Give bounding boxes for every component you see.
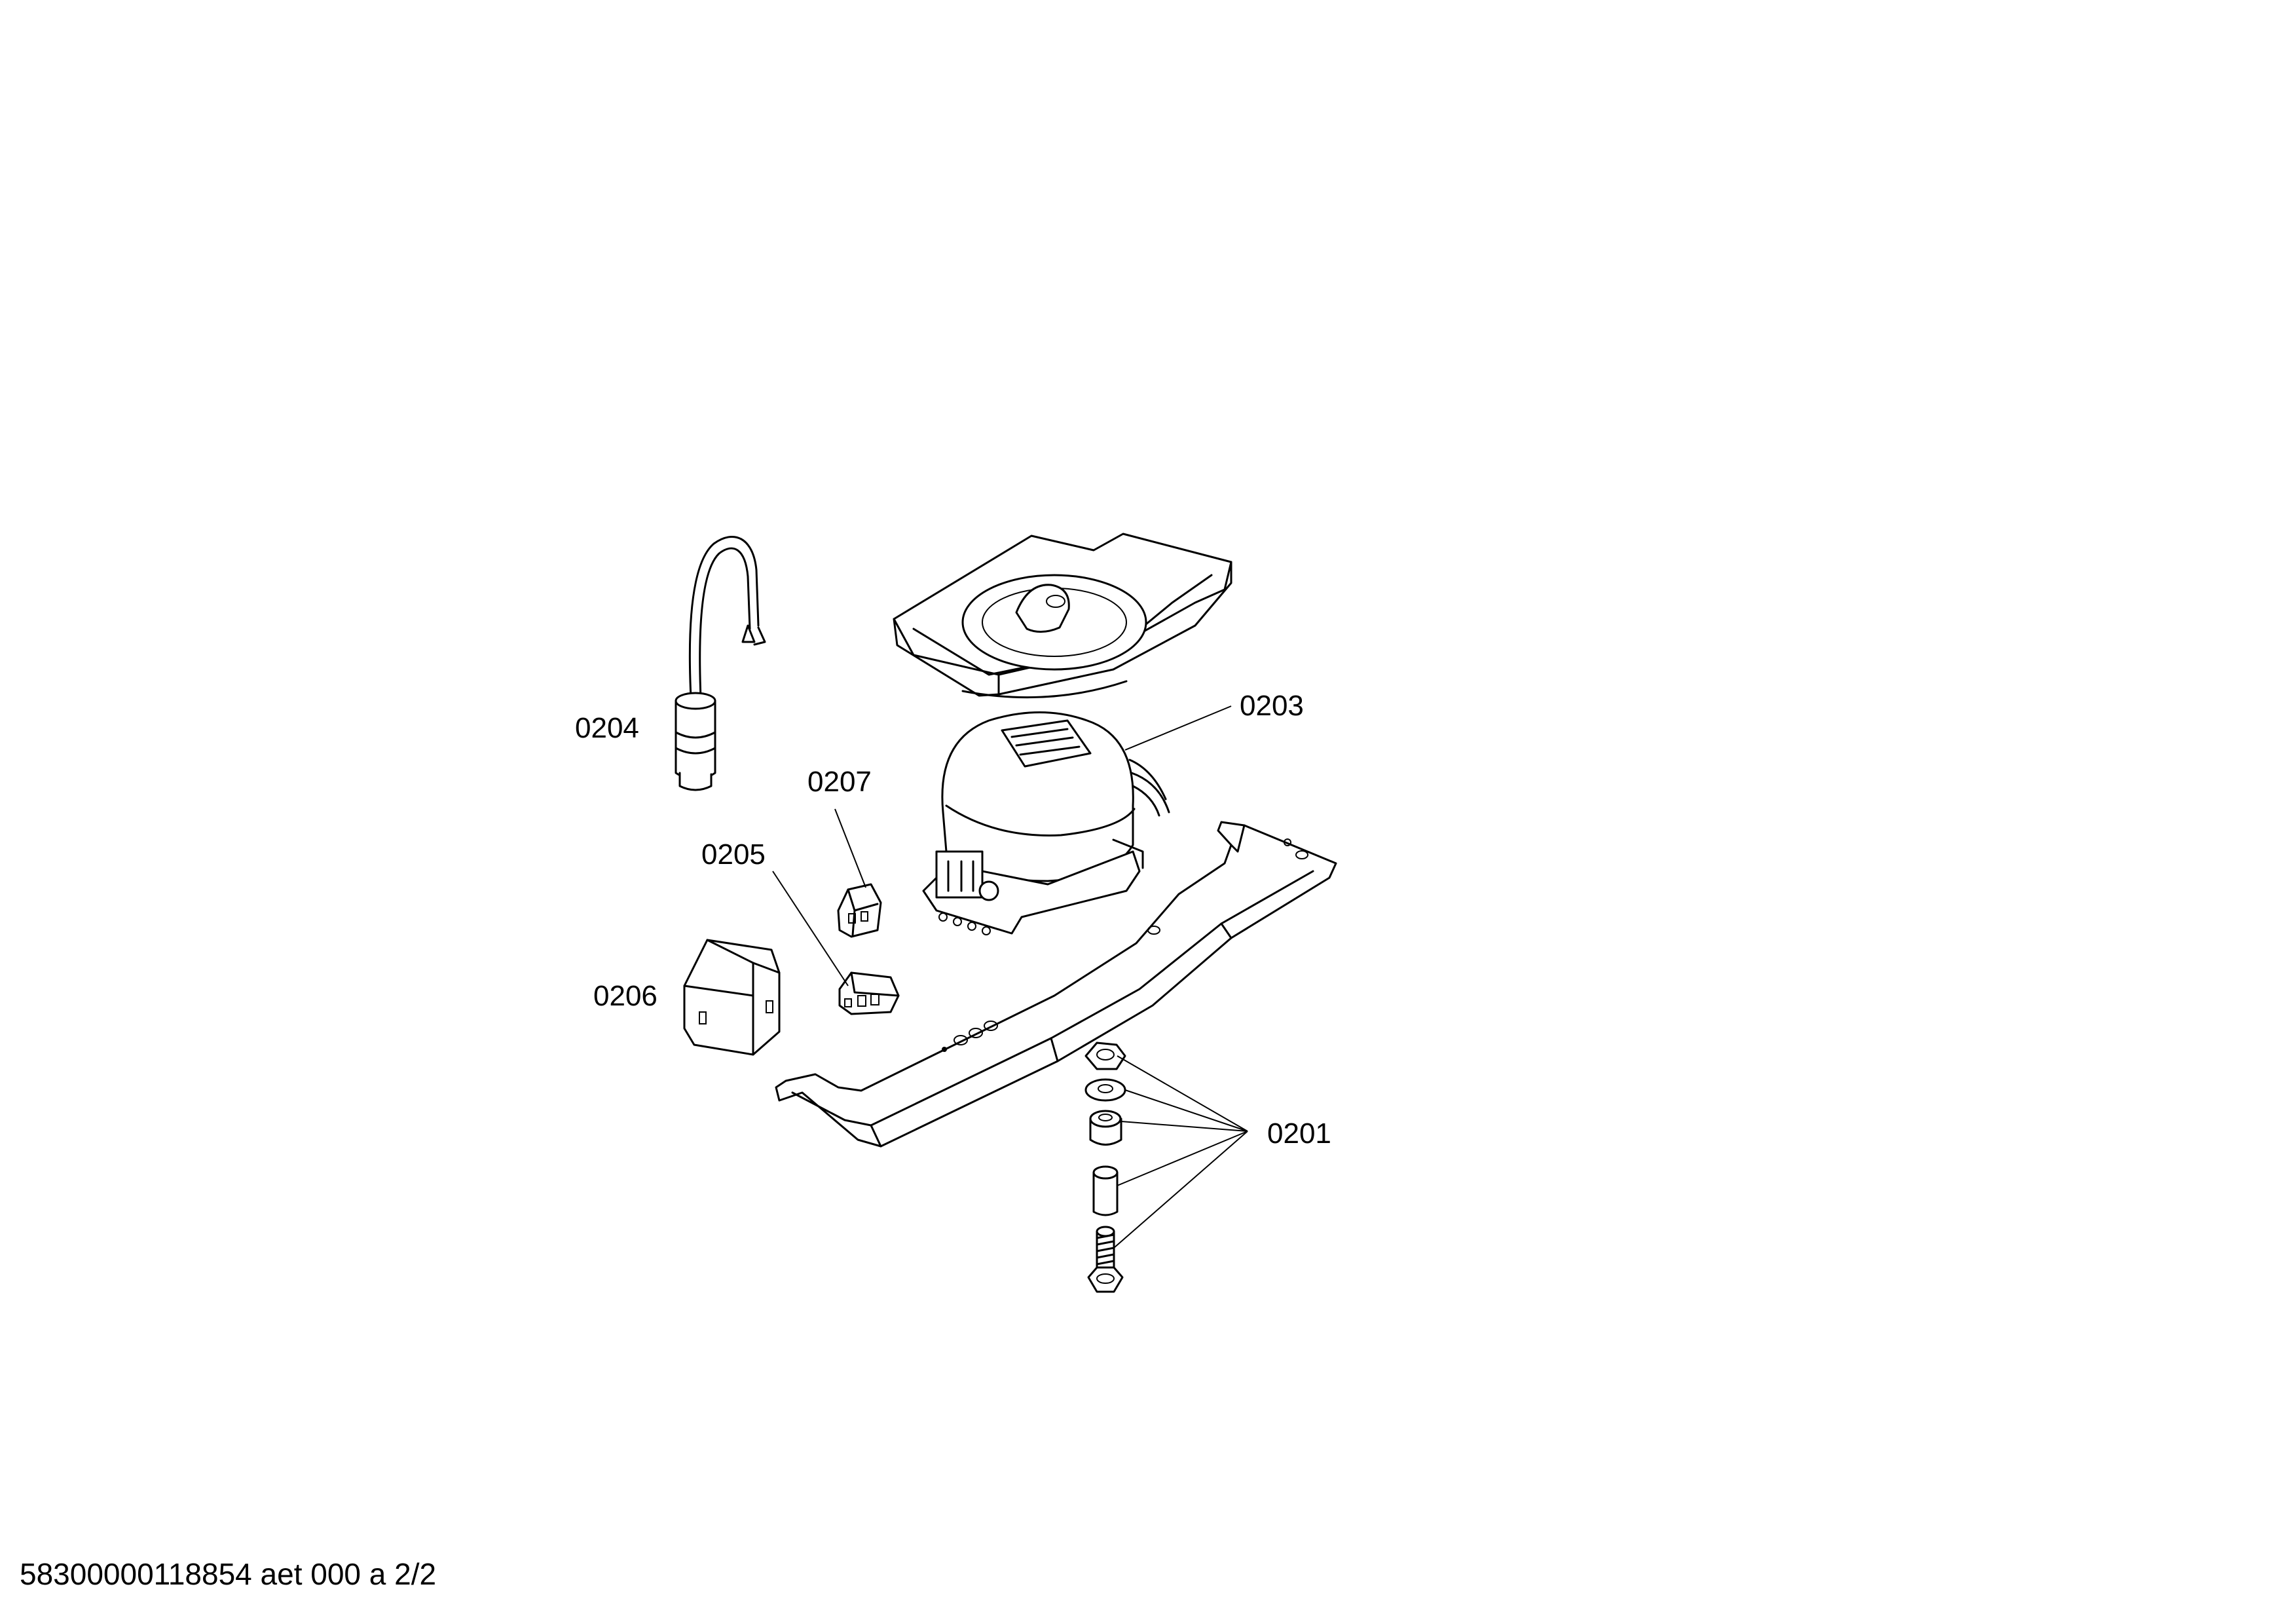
part-0203-compressor [922, 711, 1170, 935]
mounting-rail [775, 821, 1337, 1148]
leader-0201 [1113, 1055, 1248, 1248]
leader-0205 [772, 871, 849, 986]
part-0205-overload-protector [838, 971, 900, 1015]
part-0207-relay [837, 883, 882, 938]
part-0201-fasteners [1084, 1042, 1126, 1293]
part-0206-cover [683, 939, 781, 1056]
document-footer-id: 58300000118854 aet 000 a 2/2 [20, 1557, 437, 1591]
label-0206: 0206 [593, 980, 657, 1012]
part-0204-cable-sensor [675, 536, 766, 791]
label-0203: 0203 [1240, 690, 1304, 722]
label-0201: 0201 [1267, 1117, 1331, 1150]
label-0204: 0204 [575, 712, 639, 744]
label-0205: 0205 [701, 838, 766, 871]
leader-0207 [834, 808, 866, 888]
part-0203-drip-tray [893, 533, 1232, 699]
label-0207: 0207 [807, 766, 872, 798]
leader-lines [772, 705, 1248, 1248]
leader-0203 [1124, 705, 1232, 751]
